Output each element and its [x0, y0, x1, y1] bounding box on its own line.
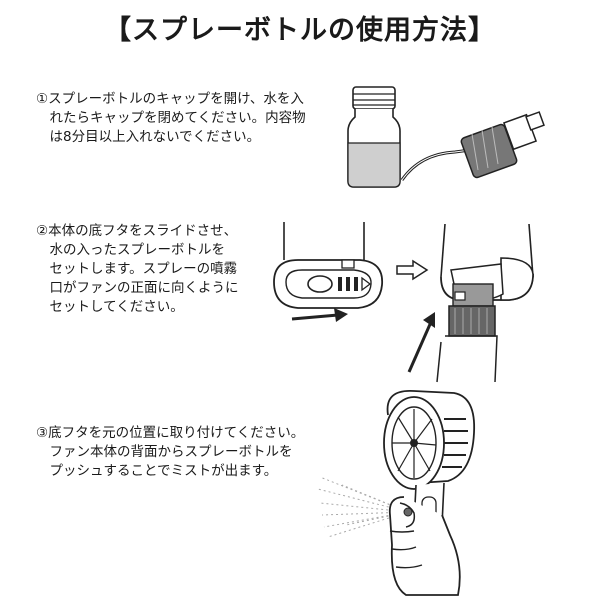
page-title: 【スプレーボトルの使用方法】	[104, 15, 496, 46]
fan-mist-illustration	[317, 390, 476, 596]
spray-bottle-illustration	[347, 86, 401, 188]
step-2-instruction: ②本体の底フタをスライドさせ、 水の入ったスプレーボトルを セットします。スプレ…	[36, 223, 239, 315]
slide-arrow-icon	[291, 308, 348, 322]
step-3-instruction: ③底フタを元の位置に取り付けてください。 ファン本体の背面からスプレーボトルを …	[36, 425, 305, 479]
fan-base-cover-illustration	[273, 222, 383, 309]
step-1-instruction: ①スプレーボトルのキャップを開け、水を入 れたらキャップを閉めてください。内容物…	[36, 91, 306, 145]
spray-nozzle-cap-illustration	[400, 111, 545, 181]
bottle-inserted-illustration	[407, 223, 534, 383]
next-step-arrow-icon	[396, 259, 429, 281]
